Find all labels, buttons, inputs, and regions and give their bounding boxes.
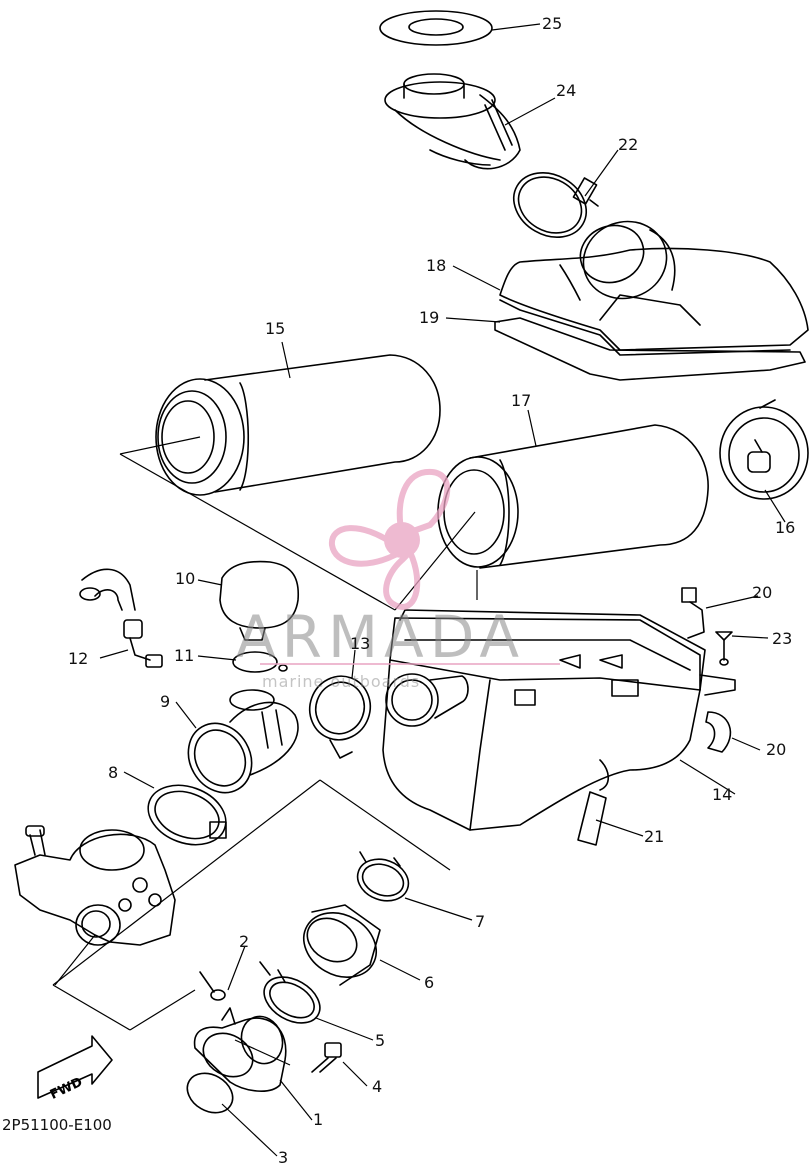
callout-7[interactable]: 7 xyxy=(475,912,486,931)
part-1-intake-flange[interactable] xyxy=(193,1007,289,1092)
callout-13[interactable]: 13 xyxy=(350,634,371,653)
part-5-hose-clamp[interactable] xyxy=(256,961,328,1032)
callout-24[interactable]: 24 xyxy=(556,81,577,100)
part-6-intake-joint[interactable] xyxy=(292,900,388,990)
callout-23[interactable]: 23 xyxy=(772,629,793,648)
callout-19[interactable]: 19 xyxy=(419,308,440,327)
watermark-tagline: marine outboards xyxy=(262,672,421,691)
part-20-clip-upper[interactable] xyxy=(681,587,705,639)
part-21-drain-hose[interactable] xyxy=(577,791,607,846)
part-16-end-cap[interactable] xyxy=(719,399,809,500)
part-18-air-box-cover[interactable] xyxy=(499,210,809,356)
callout-6[interactable]: 6 xyxy=(424,973,435,992)
watermark-logo-icon xyxy=(260,468,560,665)
part-10-cap-cover[interactable] xyxy=(219,560,299,641)
part-9-intake-manifold[interactable] xyxy=(176,689,299,804)
callout-16[interactable]: 16 xyxy=(775,518,796,537)
callout-14[interactable]: 14 xyxy=(712,785,733,804)
part-15-filter-element[interactable] xyxy=(155,354,441,496)
watermark-brand: ARMADA xyxy=(236,603,526,671)
callout-9[interactable]: 9 xyxy=(160,692,171,711)
callout-15[interactable]: 15 xyxy=(265,319,286,338)
callout-18[interactable]: 18 xyxy=(426,256,447,275)
callout-10[interactable]: 10 xyxy=(175,569,196,588)
part-8-hose-clamp[interactable] xyxy=(140,775,234,855)
fwd-label: FWD xyxy=(48,1075,85,1103)
part-24-intake-duct[interactable] xyxy=(384,73,521,170)
callout-22[interactable]: 22 xyxy=(618,135,639,154)
part-7-hose-clamp[interactable] xyxy=(352,851,415,908)
part-23-pin[interactable] xyxy=(715,631,733,666)
callout-20-upper[interactable]: 20 xyxy=(752,583,773,602)
part-12-breather-hose[interactable] xyxy=(79,568,163,668)
diagram-code: 2P51100-E100 xyxy=(2,1116,112,1134)
part-14-air-box-body[interactable] xyxy=(382,609,736,831)
fwd-arrow-icon xyxy=(37,1035,113,1099)
part-22-hose-clamp[interactable] xyxy=(502,160,599,250)
leader-lines xyxy=(99,23,786,1157)
callout-12[interactable]: 12 xyxy=(68,649,89,668)
part-4-bolt[interactable] xyxy=(311,1042,342,1073)
part-20-clip-lower[interactable] xyxy=(705,711,732,753)
callout-1[interactable]: 1 xyxy=(313,1110,324,1129)
callout-8[interactable]: 8 xyxy=(108,763,119,782)
part-17-filter-element[interactable] xyxy=(437,424,709,569)
part-2-screw[interactable] xyxy=(199,971,226,1001)
reference-lines xyxy=(52,436,478,1066)
carburetor-assembly xyxy=(14,825,176,946)
callout-20-lower[interactable]: 20 xyxy=(766,740,787,759)
callout-25[interactable]: 25 xyxy=(542,14,563,33)
part-19-gasket-seal[interactable] xyxy=(494,317,806,381)
part-25-gasket-ring[interactable] xyxy=(379,10,493,46)
callout-2[interactable]: 2 xyxy=(239,932,250,951)
part-13-joint-clamp[interactable] xyxy=(301,668,469,759)
callout-11[interactable]: 11 xyxy=(174,646,195,665)
callout-17[interactable]: 17 xyxy=(511,391,532,410)
part-3-o-ring[interactable] xyxy=(180,1065,240,1120)
callout-5[interactable]: 5 xyxy=(375,1031,386,1050)
callout-3[interactable]: 3 xyxy=(278,1148,289,1166)
callout-21[interactable]: 21 xyxy=(644,827,665,846)
callout-4[interactable]: 4 xyxy=(372,1077,383,1096)
